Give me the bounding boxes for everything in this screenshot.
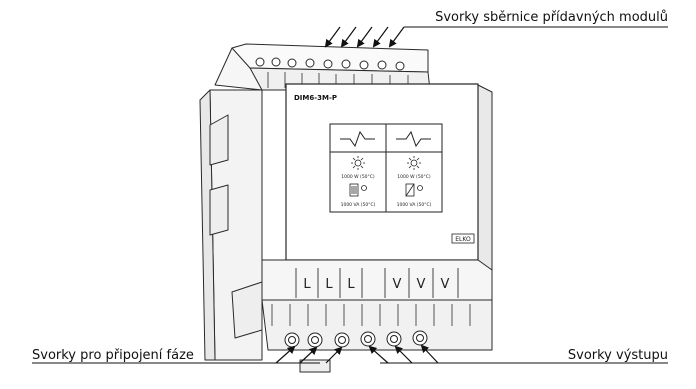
arrow	[275, 345, 296, 364]
terminal-label: V	[393, 277, 402, 292]
bottom-terminal-separators	[295, 268, 459, 298]
model-label: DIM6-3M-P	[294, 94, 337, 102]
brand-badge	[451, 233, 475, 244]
bus-terminals-label: Svorky sběrnice přídavných modulů	[435, 10, 668, 25]
transformer-rating: 1000 VA (50°C)	[341, 202, 376, 208]
bottom-fins	[271, 304, 471, 326]
arrow	[324, 26, 341, 48]
lamp-rating: 1000 W (50°C)	[397, 174, 431, 180]
arrow	[388, 26, 405, 48]
arrow	[299, 346, 318, 364]
terminal-label: L	[347, 277, 355, 292]
arrow	[368, 345, 389, 364]
output-terminal-arrows	[368, 344, 439, 364]
ratings-table	[329, 123, 443, 213]
terminal-label: V	[441, 277, 450, 292]
arrow	[340, 26, 357, 48]
top-terminal-screws	[255, 57, 405, 71]
transformer-rating: 1000 VA (50°C)	[397, 202, 432, 208]
lamp-icon	[351, 156, 365, 170]
electronic-transformer-icon	[405, 183, 423, 197]
arrow	[372, 26, 389, 48]
terminal-labels: L L L V V V	[303, 277, 449, 292]
brand-logo-text: ELKO	[455, 236, 471, 243]
phase-control-icon	[340, 130, 375, 148]
arrow	[394, 345, 413, 364]
phase-control-icon	[396, 130, 431, 148]
terminal-label: L	[325, 277, 333, 292]
terminal-label: L	[303, 277, 311, 292]
arrow	[325, 346, 343, 364]
output-terminals-label: Svorky výstupu	[567, 348, 668, 363]
leader-lines	[32, 26, 668, 364]
arrow	[356, 26, 373, 48]
transformer-icon	[349, 183, 367, 197]
phase-terminals-label: Svorky pro připojení fáze	[32, 348, 194, 363]
terminal-label: V	[417, 277, 426, 292]
arrow	[420, 344, 439, 364]
bus-terminal-arrows	[324, 26, 405, 48]
bottom-terminal-screws	[284, 330, 428, 348]
lamp-icon	[407, 156, 421, 170]
phase-terminal-arrows	[275, 345, 343, 364]
lamp-rating: 1000 W (50°C)	[341, 174, 375, 180]
